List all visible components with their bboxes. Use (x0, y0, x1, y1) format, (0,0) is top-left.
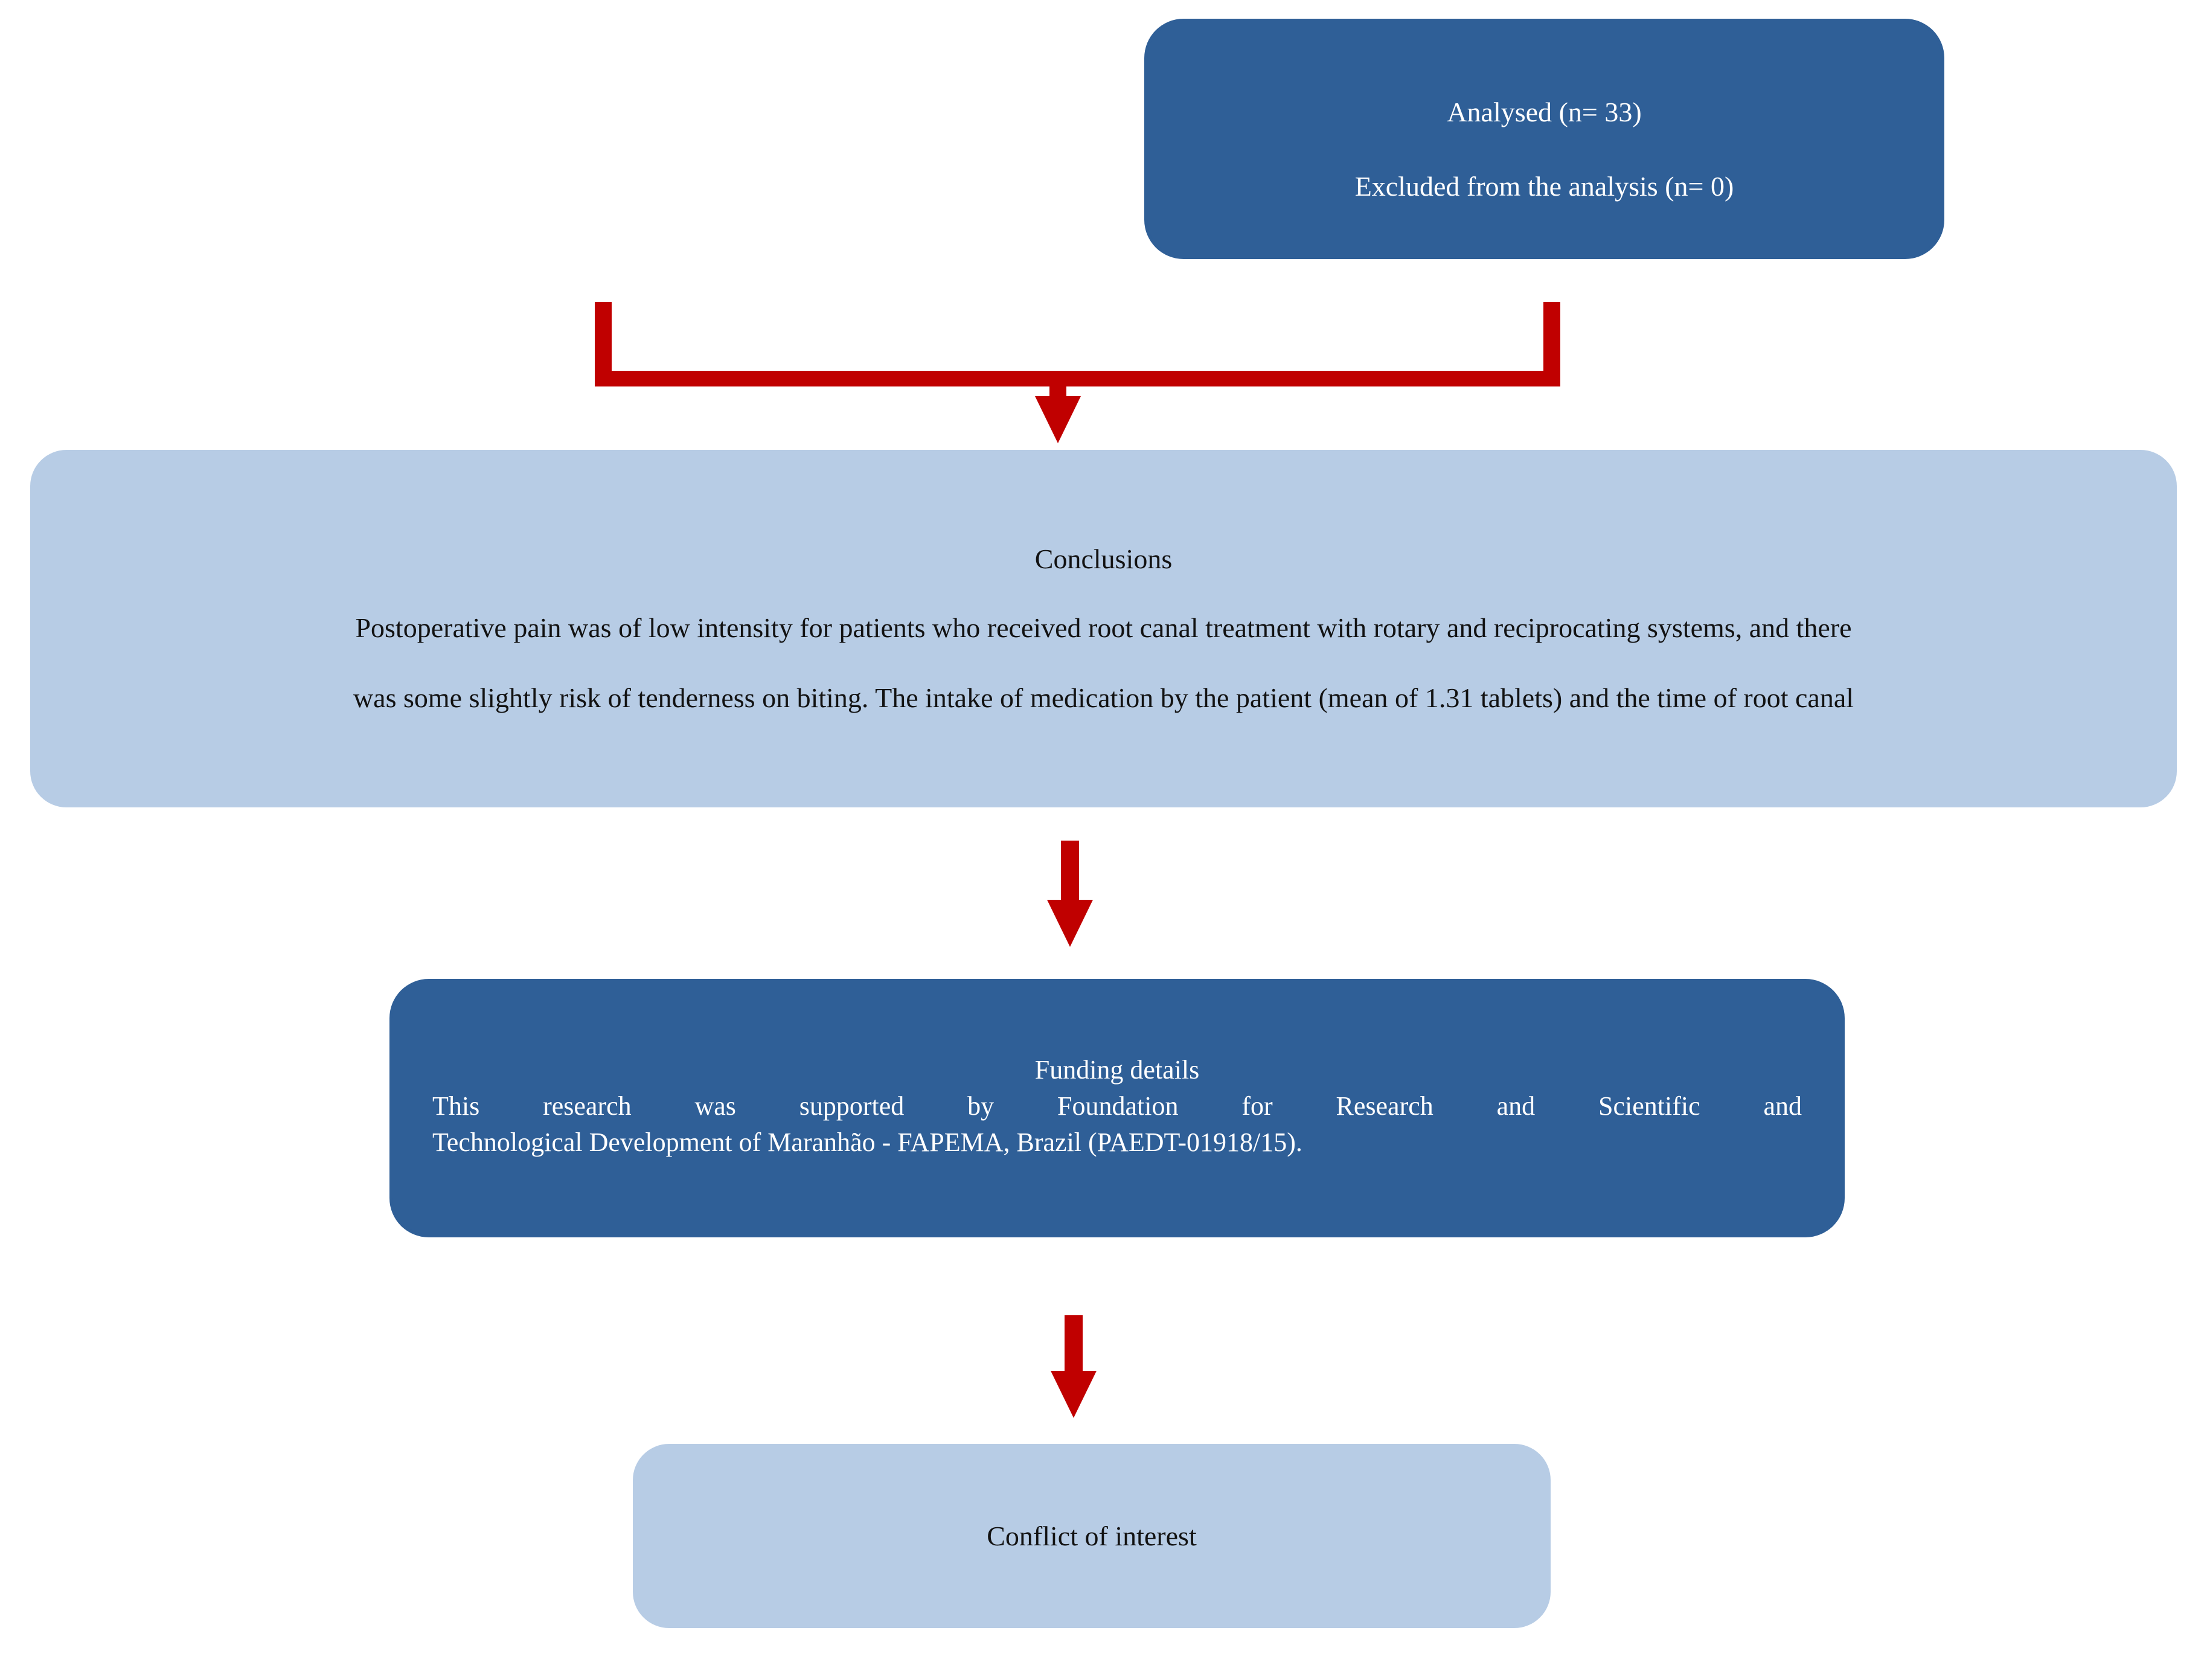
node-conclusions-title: Conclusions (1034, 543, 1173, 574)
node-analysed-line-2: Excluded from the analysis (n= 0) (1354, 171, 1734, 202)
connector-arrow-head-2 (1047, 900, 1093, 947)
connector-arrow-head-1 (1035, 396, 1081, 443)
node-funding-body-line-2: Technological Development of Maranhão - … (432, 1127, 1302, 1158)
node-funding-title: Funding details (1034, 1054, 1200, 1085)
node-analysed-line-1: Analysed (n= 33) (1447, 96, 1642, 127)
node-conclusions-body-line-2: was some slightly risk of tenderness on … (353, 682, 1854, 713)
node-conflict-of-interest-title: Conflict of interest (987, 1520, 1197, 1551)
node-conflict-of-interest[interactable]: Conflict of interest (633, 1444, 1551, 1628)
connector-horizontal-bar (595, 371, 1560, 386)
node-funding-body-line-1: This research was supported by Foundatio… (432, 1091, 1802, 1121)
node-funding[interactable]: Funding details This research was suppor… (392, 982, 1842, 1234)
node-conclusions[interactable]: Conclusions Postoperative pain was of lo… (30, 450, 2177, 807)
connector-arrow-stem-3 (1065, 1315, 1083, 1376)
connector-arrow-stem-2 (1061, 841, 1079, 906)
connector-arrow-head-3 (1051, 1371, 1097, 1418)
node-conclusions-body: Postoperative pain was of low intensity … (30, 575, 2177, 715)
node-funding-body: This research was supported by Foundatio… (392, 1088, 1842, 1161)
node-analysed[interactable]: Analysed (n= 33) Excluded from the analy… (1147, 22, 1941, 256)
node-conclusions-body-line-1: Postoperative pain was of low intensity … (355, 612, 1852, 644)
